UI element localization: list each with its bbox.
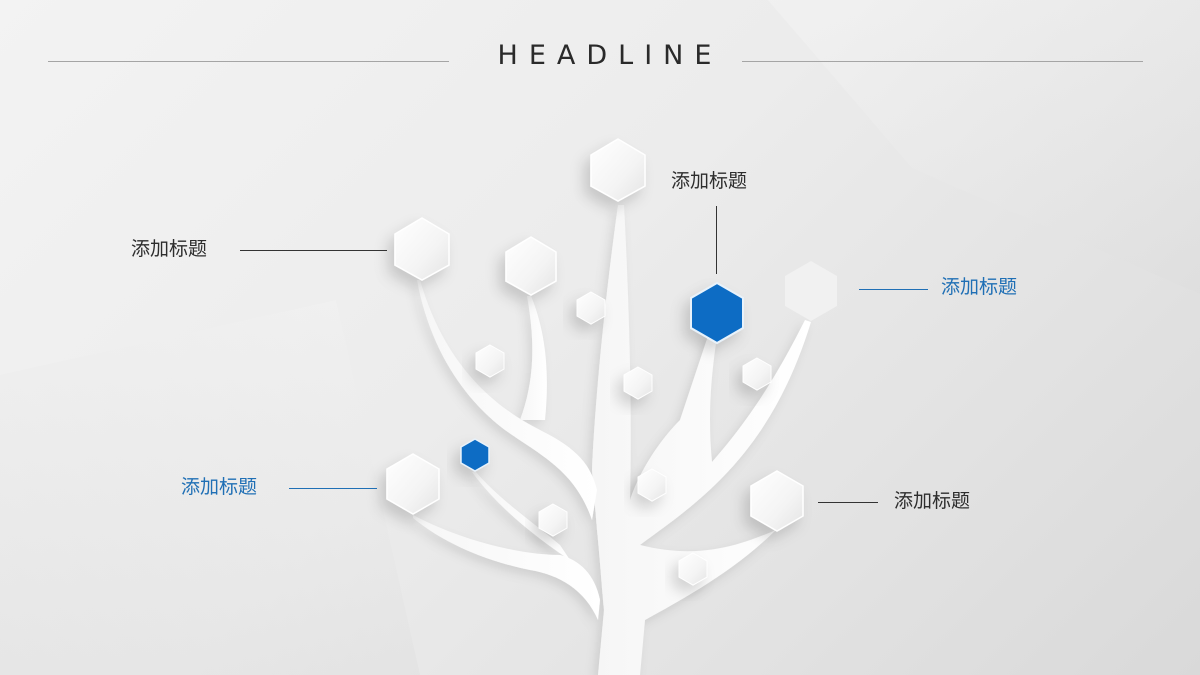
headline-rule-left xyxy=(48,61,449,62)
hexagon-node-upper-mid xyxy=(505,236,557,296)
hexagon-node-small xyxy=(637,468,667,502)
hexagon-node-upper-left xyxy=(394,217,450,281)
hexagon-node-small xyxy=(475,344,505,378)
label-lower-left: 添加标题 xyxy=(181,476,258,498)
tree-branch xyxy=(520,296,547,420)
connector-lower-right xyxy=(818,502,878,503)
hexagon-node-blue-small xyxy=(460,438,490,472)
headline-rule-right xyxy=(742,61,1143,62)
hexagon-node-small xyxy=(742,357,772,391)
connector-upper-right xyxy=(859,289,928,290)
hexagon-node-faint xyxy=(785,261,837,321)
label-upper-left: 添加标题 xyxy=(131,238,208,260)
connector-upper-left xyxy=(240,250,387,251)
hexagon-node-small xyxy=(623,366,653,400)
hexagon-node-small xyxy=(678,552,708,586)
label-lower-right: 添加标题 xyxy=(894,490,971,512)
tree-branch xyxy=(413,515,600,620)
tree-branch xyxy=(417,280,597,520)
hexagon-node-blue-large xyxy=(690,281,744,345)
hexagon-node-lower-left xyxy=(386,453,440,515)
hexagon-node-small xyxy=(576,291,606,325)
label-upper-right: 添加标题 xyxy=(941,276,1018,298)
tree-branch xyxy=(472,471,570,560)
hexagon-node-top xyxy=(590,138,646,202)
connector-lower-left xyxy=(289,488,377,489)
hexagon-node-small xyxy=(538,503,568,537)
tree-branches xyxy=(413,205,811,675)
connector-top-center xyxy=(716,206,717,274)
label-top-center: 添加标题 xyxy=(671,170,748,192)
tree-trunk xyxy=(592,205,811,675)
hexagon-node-lower-right xyxy=(750,470,804,532)
page-title: HEADLINE xyxy=(497,40,723,71)
hexagon-nodes xyxy=(386,138,837,586)
